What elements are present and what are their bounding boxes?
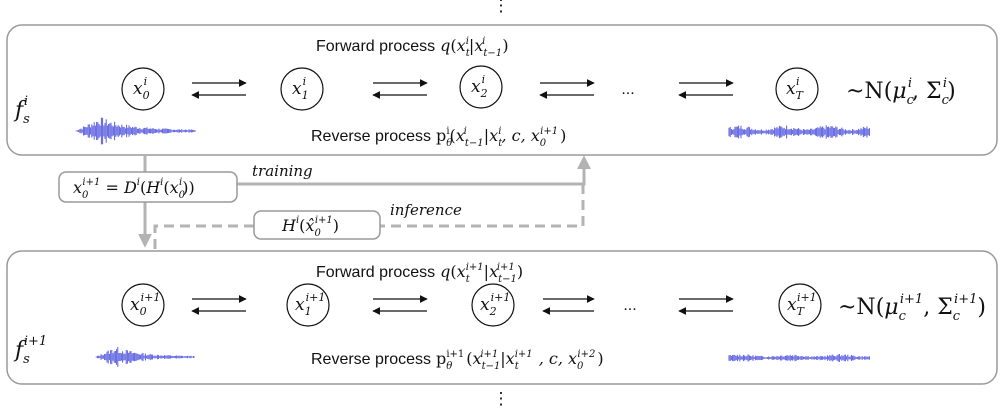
stage-i-node-2: x2i [459,65,503,109]
stage-i-waveform-right [728,125,870,139]
stage-next-node-T: xTi+1 [778,283,822,327]
inference-connector-left [153,224,254,250]
svg-text:x0i+1: x0i+1 [130,291,160,318]
svg-text:x0i: x0i [133,75,150,102]
inference-equation: Hi(x̂0i+1) [281,215,339,239]
stage-i-distribution: ~N(μci, Σci) [846,76,956,108]
svg-text:x1i+1: x1i+1 [295,291,325,318]
inference-equation-box [253,210,381,240]
svg-text:x2i+1: x2i+1 [480,291,510,318]
training-equation: x0i+1 = Di(Hi(x0i)) [73,177,195,201]
stage-next-ellipsis: ... [623,297,636,314]
svg-text:x2i: x2i [471,73,488,100]
stage-next-distribution: ~N(μci+1, Σci+1) [838,292,986,324]
stage-i-waveform-left [75,117,196,145]
svg-text:x1i: x1i [292,75,309,102]
stage-i-node-1: x1i [280,67,324,111]
svg-text:xTi+1: xTi+1 [787,291,817,318]
stage-next-waveform-left [95,347,196,367]
stage-i-label: fsi [13,94,30,127]
svg-text:xTi: xTi [786,75,805,102]
stage-next-node-2: x2i+1 [471,283,515,327]
continuation-dots-top: ⋮ [493,0,510,16]
stage-next-arrows [191,295,734,315]
stage-next-waveform-right [728,354,870,362]
stage-i-node-0: x0i [121,67,165,111]
stage-i-arrows [191,79,734,99]
training-equation-box [58,171,238,203]
stage-next-node-0: x0i+1 [121,283,165,327]
stage-i-node-T: xTi [775,67,819,111]
continuation-dots-bottom: ⋮ [493,389,510,409]
inference-connector [380,184,585,228]
stage-next-label: fsi+1 [13,334,47,367]
stage-next-node-1: x1i+1 [286,283,330,327]
stage-i-ellipsis: ... [621,81,634,98]
training-label: training [252,162,313,180]
inference-label: inference [390,201,462,219]
